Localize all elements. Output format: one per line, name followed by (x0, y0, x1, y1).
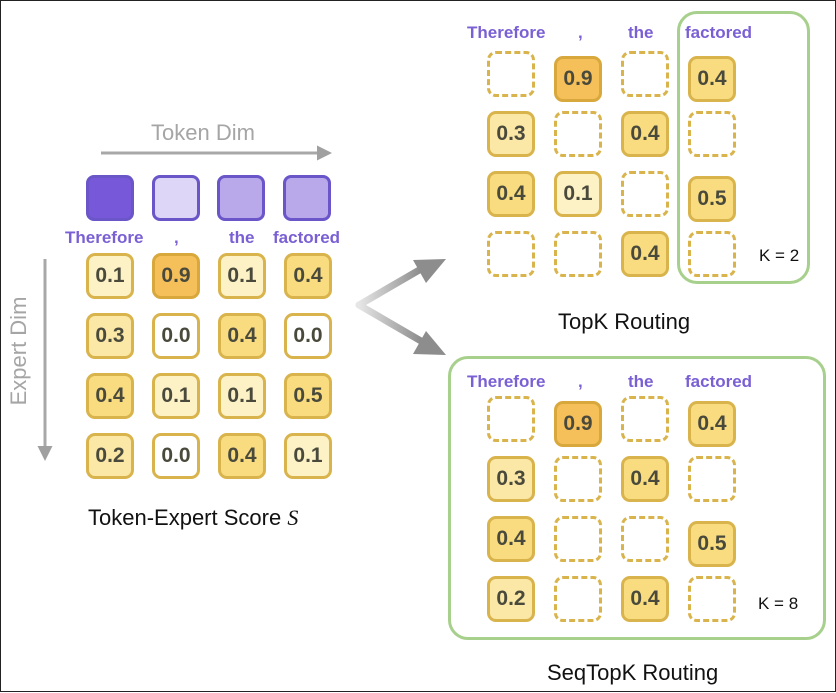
score-cell-r4-c1: 0.2 (86, 433, 134, 479)
seqtopk-cell-r1-c2: 0.9 (554, 401, 602, 447)
seqtopk-header-the: the (628, 372, 654, 391)
topk-caption: TopK Routing (558, 309, 691, 334)
topk-header-comma: , (578, 23, 583, 42)
seqtopk-header-therefore: Therefore (467, 372, 546, 391)
seqtopk-cell-r1-c4: 0.4 (688, 401, 736, 447)
score-cell-r2-c1: 0.3 (86, 313, 134, 359)
route-arrow-down (355, 301, 425, 345)
topk-cell-r2-c1: 0.3 (487, 111, 535, 157)
topk-header-factored: factored (685, 23, 753, 42)
seqtopk-cell-r4-c1: 0.2 (487, 576, 535, 622)
score-cell-r2-c3: 0.4 (218, 313, 266, 359)
score-cell-r3-c2: 0.1 (152, 373, 200, 419)
seqtopk-cell-r3-c1: 0.4 (487, 516, 535, 562)
topk-cell-r1-c4: 0.4 (688, 56, 736, 102)
seqtopk-cell-r2-c4 (688, 456, 736, 502)
topk-cell-r1-c3 (621, 51, 669, 97)
score-caption-text: Token-Expert Score (88, 505, 282, 530)
topk-header-the: the (628, 23, 654, 42)
topk-cell-r3-c4: 0.5 (688, 176, 736, 222)
route-arrow-up (355, 265, 425, 309)
topk-cell-r4-c4 (688, 231, 736, 277)
seqtopk-cell-r4-c2 (554, 576, 602, 622)
seqtopk-cell-r3-c2 (554, 516, 602, 562)
topk-cell-r1-c2: 0.9 (554, 56, 602, 102)
seqtopk-cell-r4-c4 (688, 576, 736, 622)
route-arrowhead-down (413, 331, 446, 355)
topk-cell-r1-c1 (487, 51, 535, 97)
topk-header-therefore: Therefore (467, 23, 546, 42)
topk-cell-r4-c3: 0.4 (621, 231, 669, 277)
seqtopk-cell-r3-c4: 0.5 (688, 521, 736, 567)
score-header-comma: , (174, 228, 179, 247)
seqtopk-sequence-box (448, 356, 826, 640)
token-square-therefore (86, 175, 134, 221)
topk-cell-r4-c2 (554, 231, 602, 277)
seqtopk-caption: SeqTopK Routing (547, 660, 719, 685)
topk-cell-r4-c1 (487, 231, 535, 277)
score-cell-r1-c3: 0.1 (218, 253, 266, 299)
score-cell-r2-c4: 0.0 (284, 313, 332, 359)
token-square-the (217, 175, 265, 221)
seqtopk-header-comma: , (578, 372, 583, 391)
topk-cell-r3-c2: 0.1 (554, 171, 602, 217)
seqtopk-header-factored: factored (685, 372, 753, 391)
score-cell-r4-c3: 0.4 (218, 433, 266, 479)
score-header-the: the (229, 228, 255, 247)
seqtopk-cell-r2-c2 (554, 456, 602, 502)
seqtopk-cell-r3-c3 (621, 516, 669, 562)
score-header-factored: factored (273, 228, 341, 247)
topk-cell-r2-c3: 0.4 (621, 111, 669, 157)
score-cell-r1-c4: 0.4 (284, 253, 332, 299)
topk-cell-r3-c1: 0.4 (487, 171, 535, 217)
topk-cell-r2-c4 (688, 111, 736, 157)
topk-k-label: K = 2 (759, 246, 800, 265)
score-caption-symbol: S (287, 505, 299, 530)
score-cell-r3-c1: 0.4 (86, 373, 134, 419)
seqtopk-cell-r2-c1: 0.3 (487, 456, 535, 502)
score-cell-r1-c1: 0.1 (86, 253, 134, 299)
topk-token-highlight-box (677, 11, 810, 284)
token-square-factored (283, 175, 331, 221)
score-header-therefore: Therefore (65, 228, 144, 247)
seqtopk-cell-r2-c3: 0.4 (621, 456, 669, 502)
token-dim-label: Token Dim (151, 120, 255, 145)
score-cell-r4-c4: 0.1 (284, 433, 332, 479)
score-cell-r2-c2: 0.0 (152, 313, 200, 359)
seqtopk-k-label: K = 8 (758, 594, 799, 613)
score-cell-r1-c2: 0.9 (152, 253, 200, 299)
topk-cell-r3-c3 (621, 171, 669, 217)
route-arrowhead-up (413, 259, 446, 283)
score-caption: Token-Expert Score S (88, 505, 298, 531)
score-cell-r4-c2: 0.0 (152, 433, 200, 479)
score-cell-r3-c4: 0.5 (284, 373, 332, 419)
seqtopk-cell-r4-c3: 0.4 (621, 576, 669, 622)
token-square-comma (152, 175, 200, 221)
score-cell-r3-c3: 0.1 (218, 373, 266, 419)
expert-dim-label: Expert Dim (6, 296, 31, 406)
seqtopk-cell-r1-c1 (487, 396, 535, 442)
topk-cell-r2-c2 (554, 111, 602, 157)
seqtopk-cell-r1-c3 (621, 396, 669, 442)
